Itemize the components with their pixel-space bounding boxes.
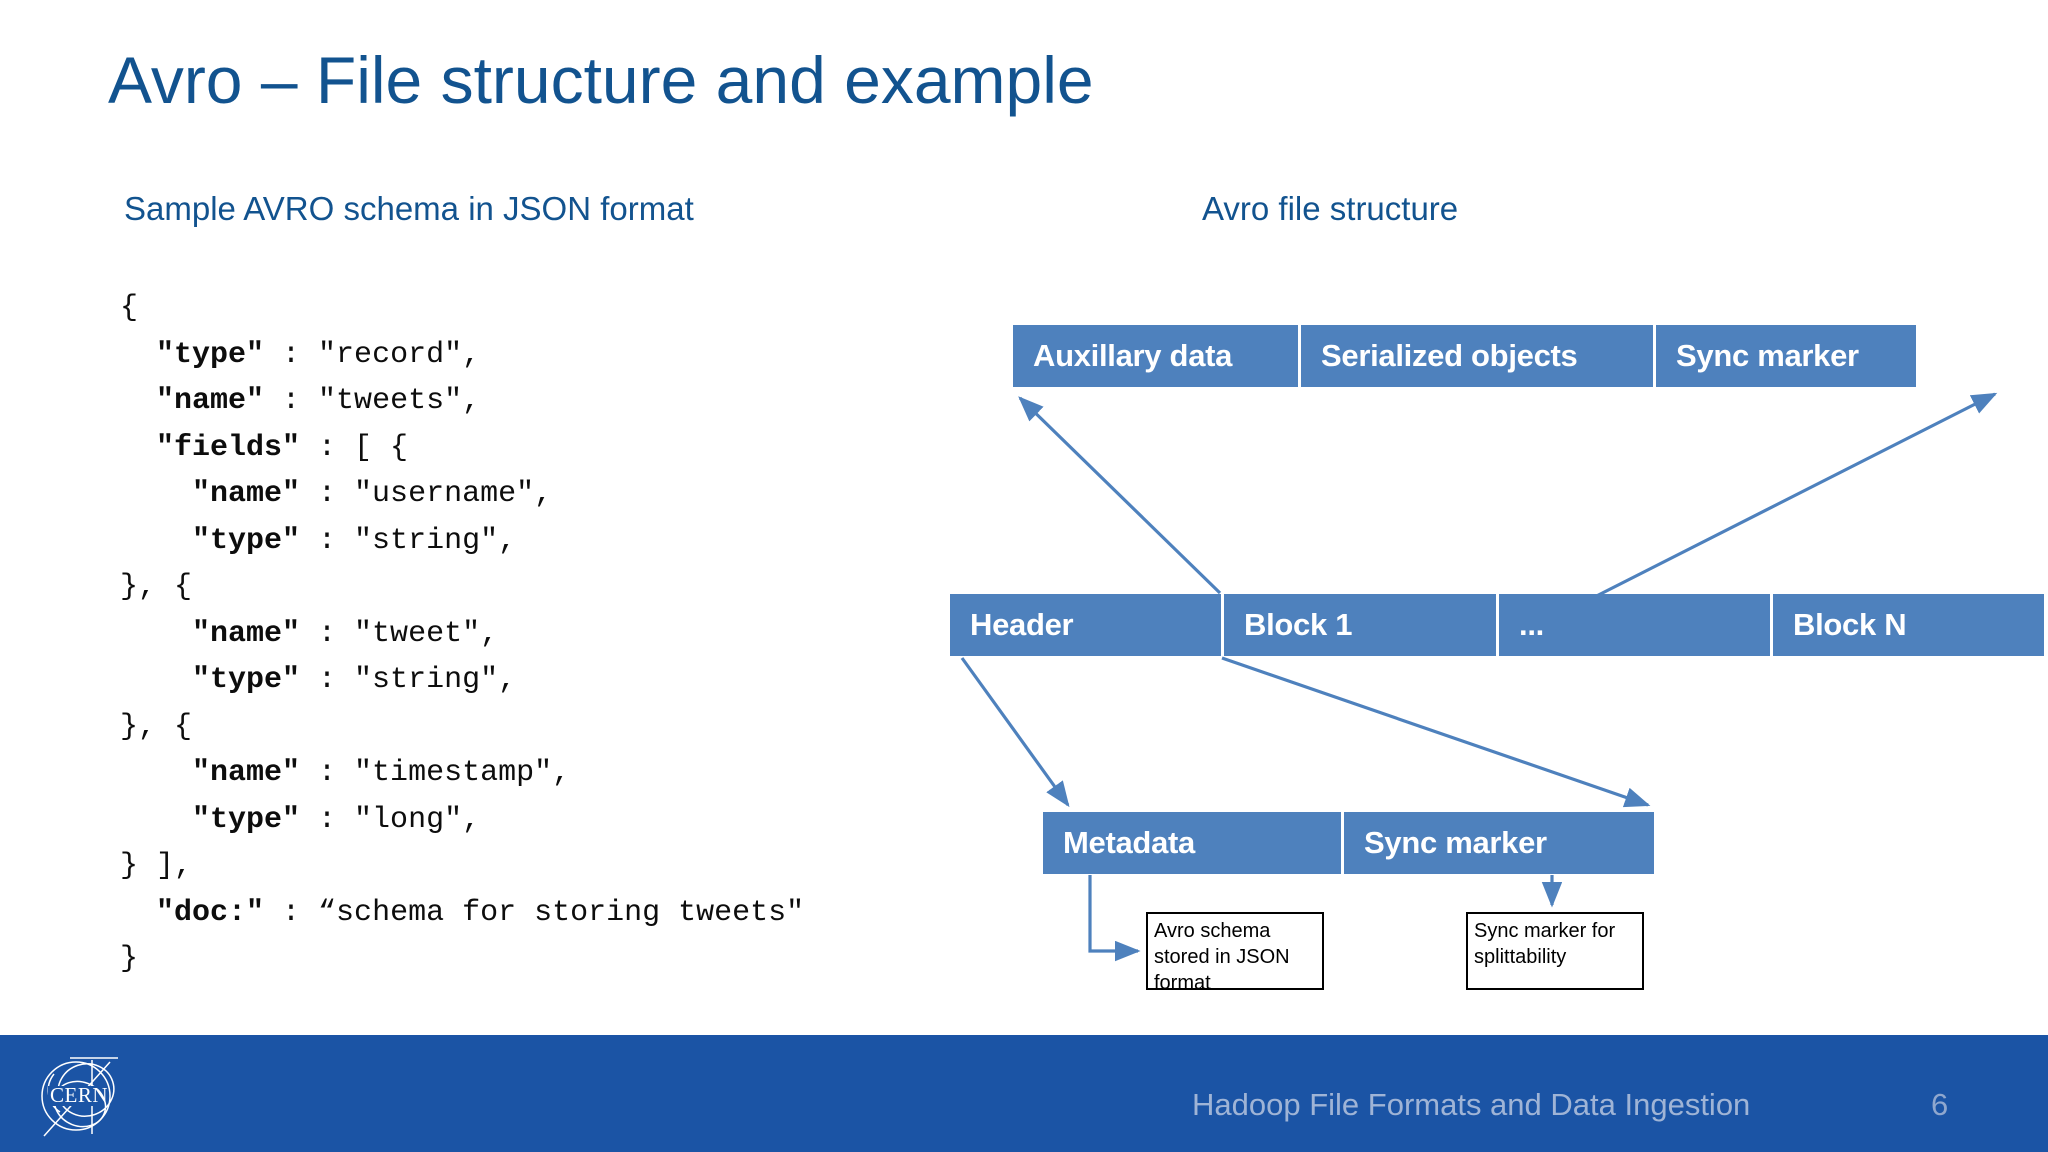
block-detail-cell: Serialized objects: [1301, 325, 1653, 387]
code-key: "type": [192, 523, 301, 558]
block-detail-cell-label: Auxillary data: [1033, 338, 1233, 373]
code-value: : "string",: [300, 663, 517, 697]
file-layout-cell-label: Header: [970, 607, 1074, 642]
code-value: : "long",: [300, 802, 481, 837]
callout-metadata-note: Avro schema stored in JSON format: [1146, 912, 1324, 994]
header-detail-cell-label: Sync marker: [1364, 825, 1547, 860]
cern-logo-icon: CERN: [41, 1057, 118, 1137]
file-layout-cell: ...: [1499, 594, 1770, 656]
page-number: 6: [1931, 1087, 1949, 1122]
code-line: {: [120, 285, 804, 332]
code-value: }: [120, 942, 139, 976]
code-line: "type" : "record",: [120, 332, 804, 379]
block-detail-cell-label: Sync marker: [1676, 338, 1859, 373]
file-layout-cell: Block N: [1773, 594, 2044, 656]
footer-band: [0, 1035, 2048, 1152]
footer-title: Hadoop File Formats and Data Ingestion: [1192, 1087, 1751, 1122]
file-layout-bar: Header Block 1... Block N: [950, 594, 2044, 656]
code-key: "fields": [156, 430, 301, 465]
code-key: "type": [192, 663, 301, 697]
arrow-header-to-bottom-sync: [1221, 656, 1651, 808]
connector-metadata-to-note: [1088, 875, 1141, 962]
code-line: "name" : "tweets",: [120, 378, 804, 425]
file-layout-cell-label: ...: [1519, 607, 1544, 642]
code-value: : "string",: [300, 523, 517, 558]
header-detail-cell-label: Metadata: [1063, 825, 1195, 860]
code-key: "name": [156, 384, 265, 418]
code-value: }, {: [120, 709, 193, 744]
bar-divider: [1298, 325, 1301, 387]
file-layout-cell: Header: [950, 594, 1221, 656]
bar-divider: [1221, 594, 1224, 656]
code-value: : "tweets",: [264, 384, 481, 418]
code-value: : "username",: [300, 477, 553, 511]
code-value: : "tweet",: [300, 616, 499, 651]
page-title: Avro – File structure and example: [108, 43, 1094, 117]
code-value: } ],: [120, 849, 193, 883]
arrow-header-to-metadata: [960, 657, 1070, 808]
code-line: "name" : "timestamp",: [120, 750, 804, 797]
code-value: : "timestamp",: [300, 756, 571, 790]
code-value: : [ {: [300, 430, 409, 465]
file-layout-cell-label: Block 1: [1244, 607, 1353, 642]
right-section-heading: Avro file structure: [1202, 190, 1459, 227]
code-key: "type": [156, 337, 265, 372]
arrow-header-to-auxillary: [1018, 396, 1222, 595]
code-line: "fields" : [ {: [120, 425, 804, 472]
code-line: } ],: [120, 843, 804, 890]
code-value: : “schema for storing tweets": [264, 895, 805, 930]
code-line: }, {: [120, 704, 804, 751]
code-line: }: [120, 936, 804, 983]
bar-divider: [1653, 325, 1656, 387]
code-key: "name": [192, 756, 301, 790]
code-line: "doc:" : “schema for storing tweets": [120, 890, 804, 937]
code-key: "name": [192, 477, 301, 511]
header-detail-cell: Sync marker: [1344, 812, 1654, 874]
code-value: {: [120, 291, 139, 325]
code-key: "type": [192, 802, 301, 837]
code-line: "type" : "string",: [120, 518, 804, 565]
bar-divider: [1770, 594, 1773, 656]
bar-divider: [1341, 812, 1344, 874]
code-line: "type" : "long",: [120, 797, 804, 844]
code-key: "doc:": [156, 895, 265, 930]
header-detail-cell: Metadata: [1043, 812, 1341, 874]
code-value: : "record",: [264, 337, 481, 372]
file-layout-cell-label: Block N: [1793, 607, 1907, 642]
block-detail-bar: Auxillary data Serialized objects Sync mar…: [1013, 325, 1916, 387]
header-detail-bar: Metadata Sync marker: [1043, 812, 1654, 874]
cern-logo-text: CERN: [50, 1083, 108, 1107]
code-line: "name" : "tweet",: [120, 611, 804, 658]
code-value: }, {: [120, 570, 193, 604]
block-detail-cell: Sync marker: [1656, 325, 1916, 387]
code-line: "type" : "string",: [120, 657, 804, 704]
avro-schema-code: { "type" : "record", "name" : "tweets", …: [120, 285, 804, 983]
callout-sync-note: Sync marker for splittability: [1466, 912, 1644, 990]
block-detail-cell: Auxillary data: [1013, 325, 1298, 387]
block-detail-cell-label: Serialized objects: [1321, 338, 1578, 373]
bar-divider: [1496, 594, 1499, 656]
code-line: "name" : "username",: [120, 471, 804, 518]
file-layout-cell: Block 1: [1224, 594, 1496, 656]
code-key: "name": [192, 616, 301, 651]
code-line: }, {: [120, 564, 804, 611]
avro-file-structure-diagram: [960, 392, 1998, 962]
left-section-heading: Sample AVRO schema in JSON format: [124, 190, 694, 227]
